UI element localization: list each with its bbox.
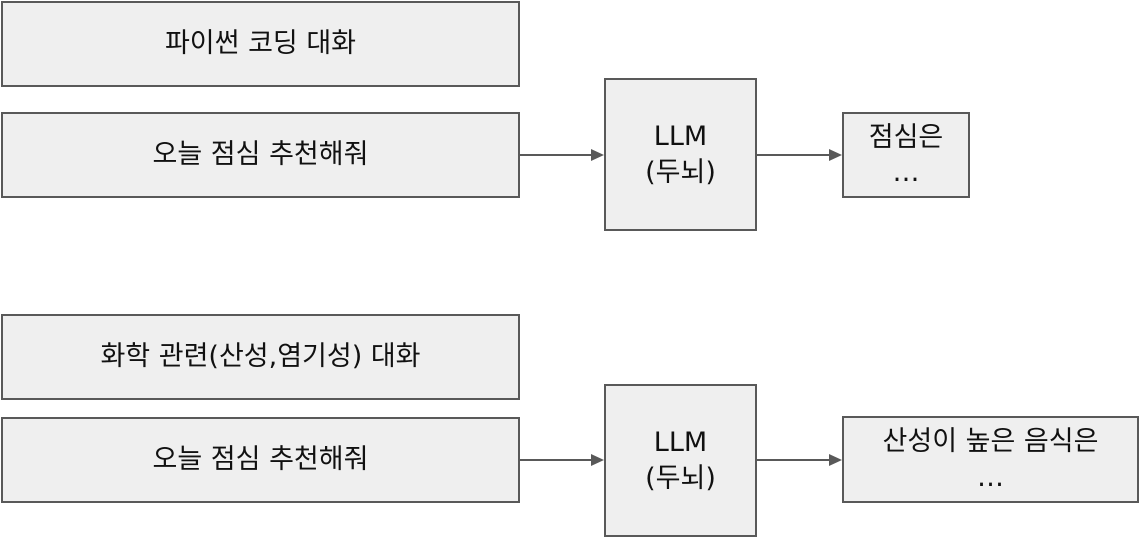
output-label-1-line2: … xyxy=(892,157,920,188)
llm-label-2: LLM xyxy=(653,427,708,459)
prompt-box-1: 오늘 점심 추천해줘 xyxy=(1,112,520,198)
output-label-1-line1: 점심은 xyxy=(868,121,944,153)
output-label-2-line1: 산성이 높은 음식은 xyxy=(882,426,1099,458)
llm-sublabel-2: (두뇌) xyxy=(645,462,716,494)
prompt-box-2: 오늘 점심 추천해줘 xyxy=(1,417,520,503)
arrow-prompt-to-llm-2 xyxy=(520,454,604,466)
context-box-1: 파이썬 코딩 대화 xyxy=(1,1,520,87)
llm-sublabel-1: (두뇌) xyxy=(645,156,716,188)
context-label-1: 파이썬 코딩 대화 xyxy=(164,28,357,60)
prompt-label-2: 오늘 점심 추천해줘 xyxy=(152,444,369,476)
output-label-2-line2: … xyxy=(977,461,1004,493)
arrow-llm-to-output-1 xyxy=(757,149,842,161)
llm-box-1: LLM (두뇌) xyxy=(604,78,757,231)
context-label-2: 화학 관련(산성,염기성) 대화 xyxy=(100,341,421,373)
arrow-prompt-to-llm-1 xyxy=(520,149,604,161)
llm-box-2: LLM (두뇌) xyxy=(604,384,757,537)
context-box-2: 화학 관련(산성,염기성) 대화 xyxy=(1,314,520,400)
llm-label-1: LLM xyxy=(653,121,708,153)
arrow-llm-to-output-2 xyxy=(757,454,842,466)
output-box-2: 산성이 높은 음식은 … xyxy=(842,416,1139,503)
prompt-label-1: 오늘 점심 추천해줘 xyxy=(152,139,369,171)
output-box-1: 점심은 … xyxy=(842,112,970,198)
